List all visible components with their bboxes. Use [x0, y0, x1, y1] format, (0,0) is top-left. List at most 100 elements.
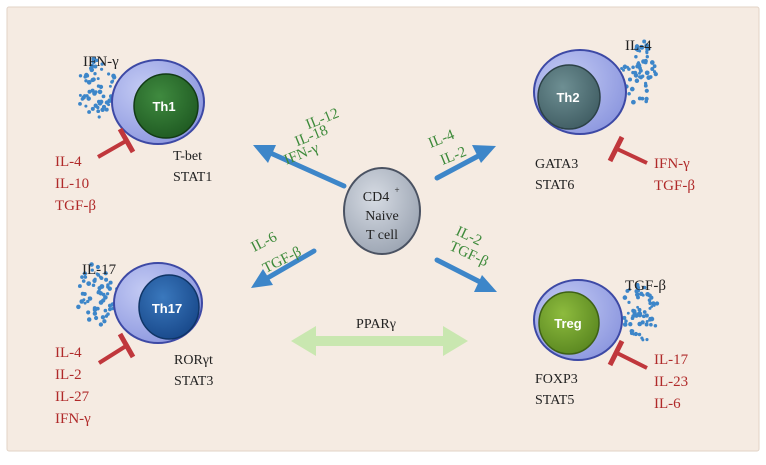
cytokine-dot — [93, 103, 98, 108]
cytokine-dot — [645, 47, 649, 51]
cytokine-dot — [636, 295, 640, 300]
cytokine-dot — [86, 79, 92, 85]
naive-cell-label-sup: + — [394, 185, 399, 195]
cytokine-dot — [94, 315, 99, 321]
cytokine-dot — [107, 286, 112, 291]
arrow-icon — [253, 145, 276, 163]
cytokine-dot — [622, 64, 628, 70]
cytokine-dot — [631, 308, 636, 313]
cytokine-dot — [112, 75, 117, 80]
naive-cell-label-line1: CD4 — [363, 190, 389, 205]
cytokine-dot — [652, 70, 657, 74]
naive-cell-label-line2: Naive — [365, 209, 398, 224]
cytokine-dot — [83, 275, 88, 279]
cytokine-dot — [77, 284, 82, 289]
cytokine-dot — [643, 60, 648, 65]
cytokine-dot — [100, 315, 106, 320]
cytokine-dot — [86, 310, 91, 315]
cytokine-dot — [637, 311, 641, 316]
cytokine-dot — [90, 106, 95, 111]
cytokine-dot — [76, 304, 81, 310]
th2-inhibitor-1: IFN-γ — [654, 156, 690, 172]
cytokine-dot — [81, 279, 86, 283]
treg-cytokine-dots — [622, 282, 660, 342]
ppar-double-arrow: PPARγ — [291, 317, 468, 356]
cytokine-dot — [648, 301, 653, 306]
treg-cell-group: TGF-β Treg FOXP3 STAT5 IL-17 IL-23 IL-6 — [533, 278, 689, 412]
treg-cytokine-label: TGF-β — [625, 278, 666, 294]
cytokine-dot — [92, 278, 97, 283]
th2-inhibitor-2: TGF-β — [654, 178, 695, 194]
cytokine-dot — [98, 275, 102, 279]
cytokine-dot — [644, 322, 649, 327]
cytokine-dot — [86, 317, 92, 322]
th17-inhibition — [97, 332, 136, 365]
cytokine-dot — [637, 332, 642, 337]
cytokine-dot — [620, 67, 624, 70]
cytokine-dot — [650, 305, 654, 308]
cytokine-dot — [92, 307, 98, 313]
th2-tf-2: STAT6 — [535, 178, 574, 193]
inhibition-t-bar-icon — [607, 339, 625, 367]
treg-tf-1: FOXP3 — [535, 372, 578, 387]
cytokine-dot — [84, 79, 88, 83]
cytokine-dot — [96, 77, 100, 81]
cytokine-dot — [631, 65, 635, 70]
arrow-icon — [251, 269, 273, 288]
cytokine-dot — [89, 262, 94, 267]
cytokine-dot — [92, 91, 97, 96]
cytokine-dot — [641, 74, 645, 78]
cytokine-dot — [102, 319, 107, 324]
cytokine-dot — [107, 98, 112, 103]
cytokine-dot — [649, 60, 655, 65]
cytokine-dot — [91, 56, 96, 62]
th1-cytokine-label: IFN-γ — [83, 54, 119, 70]
cytokine-dot — [625, 288, 630, 293]
treg-inhibitor-2: IL-23 — [654, 374, 688, 390]
cytokine-dot — [634, 313, 639, 318]
cytokine-dot — [100, 62, 104, 66]
th17-tf-2: STAT3 — [174, 374, 213, 389]
cytokine-dot — [649, 322, 653, 327]
cytokine-dot — [87, 89, 92, 94]
cytokine-dot — [80, 291, 85, 296]
cytokine-dot — [622, 295, 628, 300]
cytokine-dot — [639, 44, 644, 50]
arrow-to-th2 — [434, 145, 496, 181]
cytokine-dot — [627, 92, 631, 96]
cytokine-dot — [631, 70, 635, 75]
th1-inhibitor-1: IL-4 — [55, 154, 82, 170]
th1-inhibitor-3: TGF-β — [55, 198, 96, 214]
cytokine-dot — [635, 47, 640, 53]
cytokine-dot — [633, 331, 639, 337]
cytokine-dot — [649, 295, 654, 300]
th1-inhibition — [97, 127, 136, 159]
treg-inhibitors: IL-17 IL-23 IL-6 — [654, 352, 689, 412]
cytokine-dot — [104, 277, 109, 282]
cytokine-dot — [645, 319, 649, 324]
arrow-to-th1 — [253, 145, 347, 189]
cytokine-dot — [92, 311, 98, 316]
arrow-to-treg — [434, 257, 497, 292]
cytokine-dot — [643, 285, 647, 290]
cytokine-dot — [639, 291, 644, 296]
arrow-icon — [472, 145, 496, 163]
cytokine-dot — [96, 109, 101, 114]
th1-inhibitor-2: IL-10 — [55, 176, 89, 192]
cytokine-dot — [655, 301, 660, 306]
th2-cytokine-dots — [620, 39, 658, 105]
th1-tf-1: T-bet — [173, 149, 202, 164]
cytokine-dot — [631, 99, 636, 105]
th1-inhibitors: IL-4 IL-10 TGF-β — [55, 154, 96, 214]
cytokine-dot — [97, 115, 101, 119]
cytokine-dot — [626, 311, 630, 315]
cytokine-dot — [640, 96, 645, 101]
cytokine-dot — [107, 103, 111, 107]
arrow-icon — [474, 275, 497, 292]
cytokine-dot — [78, 74, 83, 78]
cytokine-dot — [85, 73, 90, 78]
cytokine-dot — [87, 110, 92, 114]
cytokine-dot — [645, 55, 649, 59]
cytokine-dot — [644, 88, 649, 93]
naive-cell-body — [343, 167, 421, 255]
